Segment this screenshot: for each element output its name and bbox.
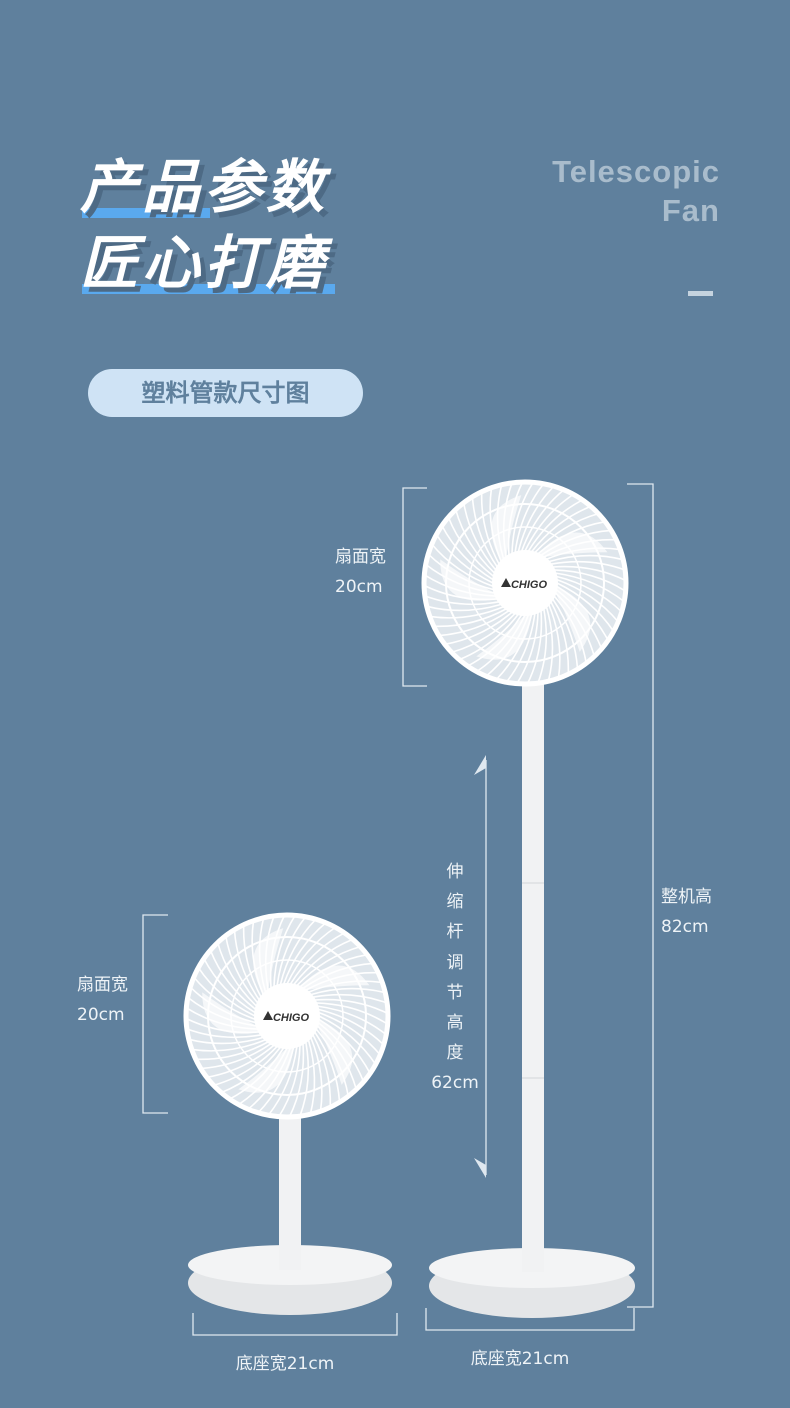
- english-title: Telescopic Fan: [552, 152, 720, 230]
- large-face-bracket: [402, 487, 427, 687]
- title-underline-1: [82, 208, 210, 218]
- char: 调: [446, 952, 464, 973]
- char: 高: [446, 1013, 464, 1034]
- large-base-bracket: [425, 1308, 635, 1331]
- large-base-width-label: 底座宽21cm: [470, 1349, 570, 1369]
- value-text: 82cm: [661, 917, 709, 937]
- page-title-line2: 匠心打磨: [80, 229, 329, 297]
- small-fan-hub: [254, 983, 320, 1049]
- value-text: 20cm: [335, 577, 383, 597]
- char: 杆: [446, 922, 464, 943]
- value-text: 62cm: [431, 1073, 479, 1094]
- fan-blade: [253, 928, 284, 1002]
- large-fan: CHIGO: [421, 479, 635, 1318]
- brand-logo-icon: [263, 1011, 273, 1020]
- label-text: 扇面宽: [77, 975, 128, 995]
- decorative-dash: [688, 291, 713, 296]
- arrow-down-icon: [474, 1158, 486, 1178]
- char: 伸: [446, 862, 464, 882]
- label-text: 扇面宽: [335, 547, 386, 567]
- small-base-bracket: [192, 1313, 398, 1336]
- char: 缩: [446, 892, 464, 913]
- brand-logo-icon: [501, 578, 511, 587]
- fan-blade: [476, 606, 533, 660]
- english-title-line1: Telescopic: [552, 154, 720, 189]
- page-title-line1: 产品参数: [80, 153, 329, 221]
- char: 节: [446, 982, 464, 1003]
- pole-adjust-label: 伸 缩 杆 调 节 高 度 62cm: [425, 857, 485, 1099]
- brand-logo-text: CHIGO: [273, 1012, 310, 1024]
- brand-logo-text: CHIGO: [511, 579, 548, 591]
- small-base-width-label: 底座宽21cm: [235, 1354, 335, 1374]
- arrow-up-icon: [474, 755, 486, 775]
- large-fan-hub: [492, 550, 558, 616]
- english-title-line2: Fan: [661, 193, 720, 228]
- value-text: 20cm: [77, 1005, 125, 1025]
- large-face-width-label: 扇面宽 20cm: [335, 542, 386, 602]
- large-fan-pole: [522, 680, 544, 1272]
- total-height-bracket: [627, 483, 654, 1308]
- fan-blade: [238, 1039, 295, 1093]
- fan-blade: [491, 495, 522, 569]
- small-fan-head: CHIGO: [183, 912, 391, 1120]
- small-face-bracket: [142, 914, 168, 1114]
- large-fan-head: CHIGO: [421, 479, 629, 687]
- small-fan: CHIGO: [183, 912, 392, 1315]
- char: 度: [446, 1043, 464, 1064]
- small-fan-pole: [279, 1110, 301, 1270]
- title-underline-2: [82, 284, 335, 294]
- total-height-label: 整机高 82cm: [661, 882, 712, 942]
- label-text: 整机高: [661, 887, 712, 907]
- section-pill: 塑料管款尺寸图: [88, 369, 363, 417]
- small-face-width-label: 扇面宽 20cm: [77, 970, 128, 1030]
